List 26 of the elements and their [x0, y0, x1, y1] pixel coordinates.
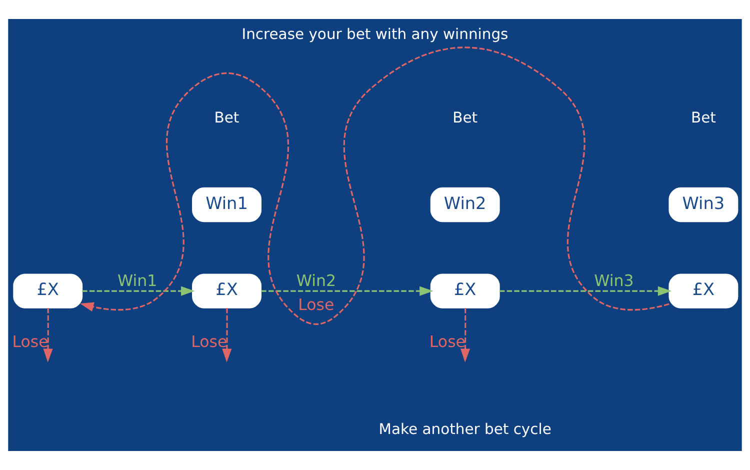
node-box: £X [668, 274, 738, 308]
node-box: Win1 [192, 187, 262, 222]
node-box: £X [430, 274, 500, 308]
edge-label: Win1 [117, 270, 158, 290]
arrow [43, 308, 53, 362]
label: Make another bet cycle [378, 420, 552, 438]
arrow [222, 308, 232, 362]
arrow [500, 286, 672, 296]
edge-label: Lose [191, 332, 228, 351]
arrow [80, 47, 670, 325]
label: Bet [214, 109, 240, 126]
edge-label: Lose [429, 332, 466, 351]
node-box: Win3 [668, 187, 738, 222]
arrow [460, 308, 470, 362]
label: Bet [452, 109, 478, 126]
arrow [261, 286, 434, 296]
arrow [82, 286, 195, 296]
label: Bet [690, 109, 716, 126]
node-box: £X [192, 274, 262, 308]
node-box: Win2 [430, 187, 500, 222]
edge-label: Win3 [594, 270, 634, 290]
edge-label: Win2 [296, 270, 336, 290]
edge-label: Lose [298, 294, 334, 314]
edge-label: Lose [12, 332, 48, 351]
diagram-title: Increase your bet with any winnings [242, 26, 508, 44]
node-box: £X [13, 274, 83, 308]
